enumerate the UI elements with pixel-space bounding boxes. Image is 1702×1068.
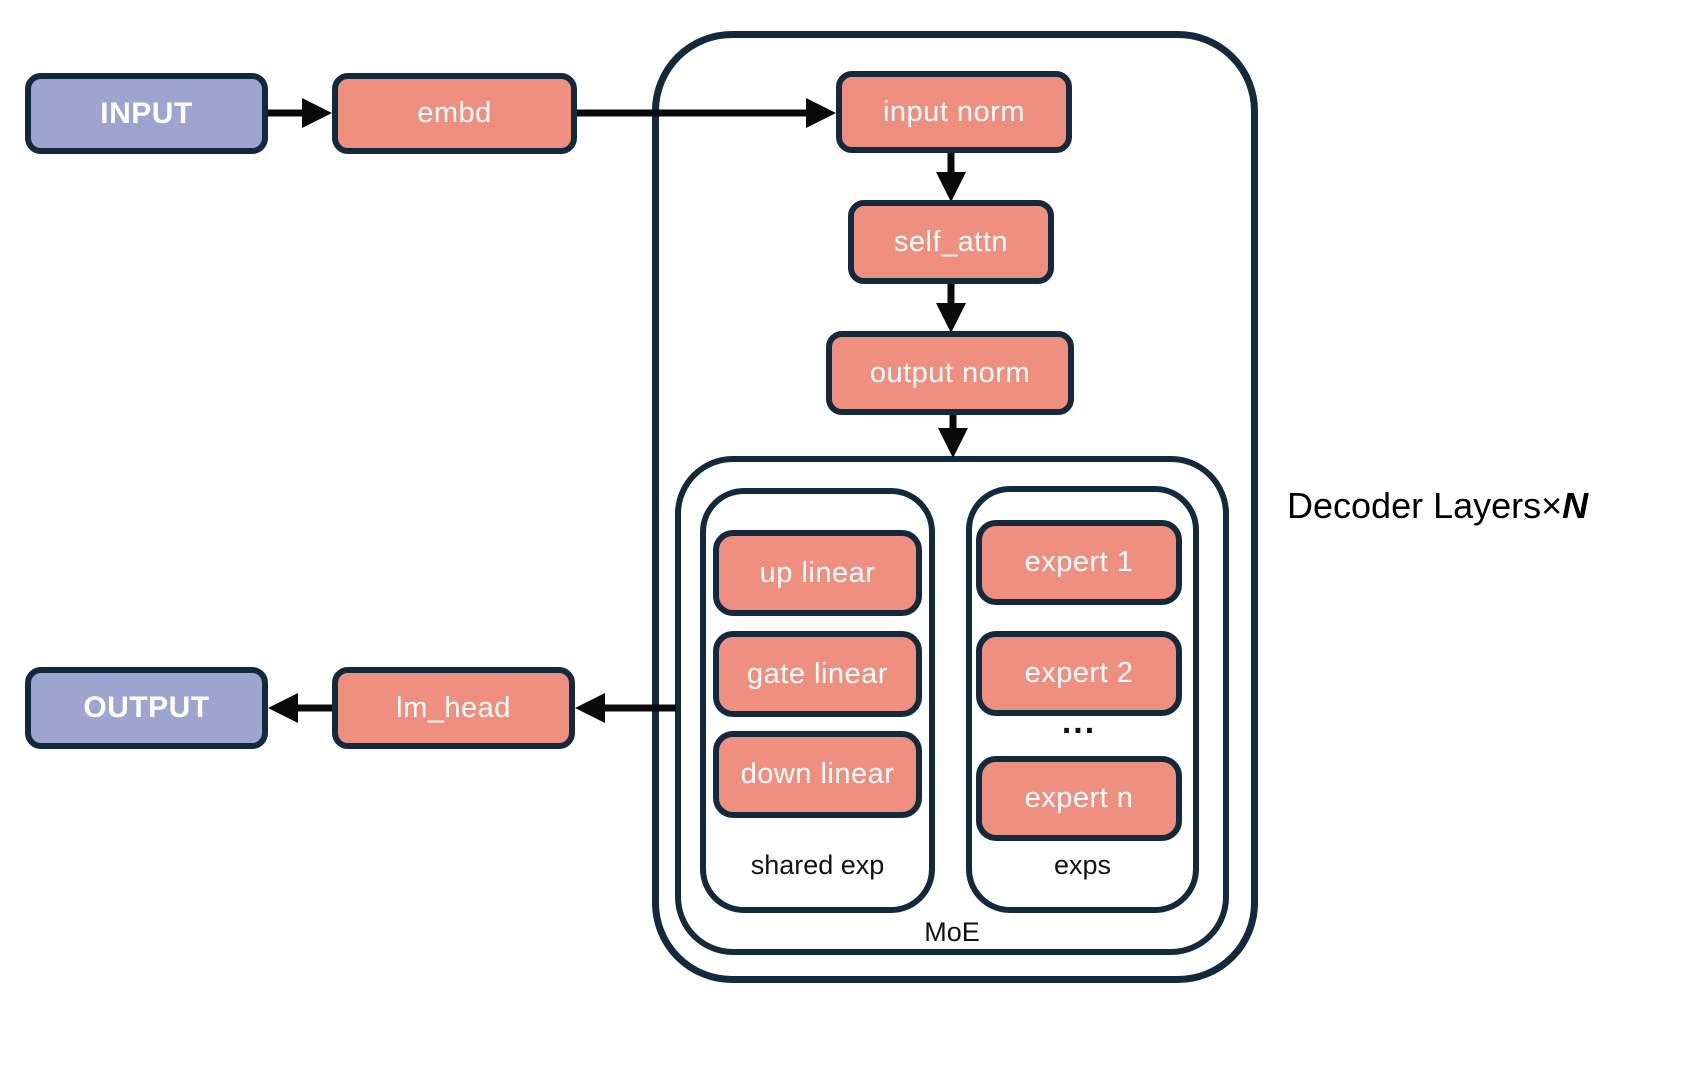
decoder-layers-caption-n: N (1562, 485, 1589, 526)
node-output-norm-label: output norm (869, 356, 1031, 389)
experts-ellipsis: ... (1039, 703, 1119, 742)
shared-exp-label: shared exp (700, 850, 935, 881)
node-expert-2: expert 2 (976, 631, 1182, 716)
node-expert-2-label: expert 2 (1024, 657, 1134, 689)
node-embd-label: embd (417, 97, 492, 129)
moe-container (675, 456, 1229, 955)
node-up-linear-label: up linear (759, 556, 876, 589)
node-down-linear-label: down linear (740, 758, 895, 790)
node-output: OUTPUT (25, 667, 268, 749)
experts-ellipsis-text: ... (1061, 703, 1097, 741)
node-lm-head: lm_head (332, 667, 575, 749)
exps-label: exps (966, 850, 1199, 881)
node-up-linear: up linear (713, 530, 922, 616)
node-expert-n: expert n (976, 756, 1182, 841)
arrow-lm-head-to-output (268, 693, 332, 723)
node-self-attn: self_attn (848, 200, 1054, 284)
node-input: INPUT (25, 73, 268, 154)
moe-label: MoE (675, 917, 1229, 948)
node-input-label: INPUT (100, 96, 193, 130)
arrow-input-to-embd (268, 98, 332, 128)
node-expert-1-label: expert 1 (1024, 546, 1134, 578)
node-lm-head-label: lm_head (396, 691, 511, 724)
shared-exp-label-text: shared exp (750, 850, 885, 880)
node-gate-linear-label: gate linear (747, 657, 888, 690)
decoder-layers-caption: Decoder Layers×N (1287, 485, 1588, 527)
moe-label-text: MoE (924, 917, 980, 947)
node-expert-1: expert 1 (976, 520, 1182, 605)
exps-label-text: exps (1053, 850, 1112, 880)
node-output-label: OUTPUT (83, 691, 210, 724)
node-input-norm-label: input norm (882, 95, 1025, 128)
decoder-layers-caption-prefix: Decoder Layers× (1287, 485, 1563, 526)
exps-container (966, 486, 1199, 913)
shared-exp-container (700, 488, 935, 913)
node-down-linear: down linear (713, 731, 922, 818)
node-output-norm: output norm (826, 331, 1074, 415)
node-self-attn-label: self_attn (893, 225, 1009, 258)
node-embd: embd (332, 73, 577, 154)
node-expert-n-label: expert n (1024, 782, 1134, 814)
node-input-norm: input norm (836, 71, 1072, 153)
decoder-layers-container (652, 31, 1258, 983)
node-gate-linear: gate linear (713, 631, 922, 717)
